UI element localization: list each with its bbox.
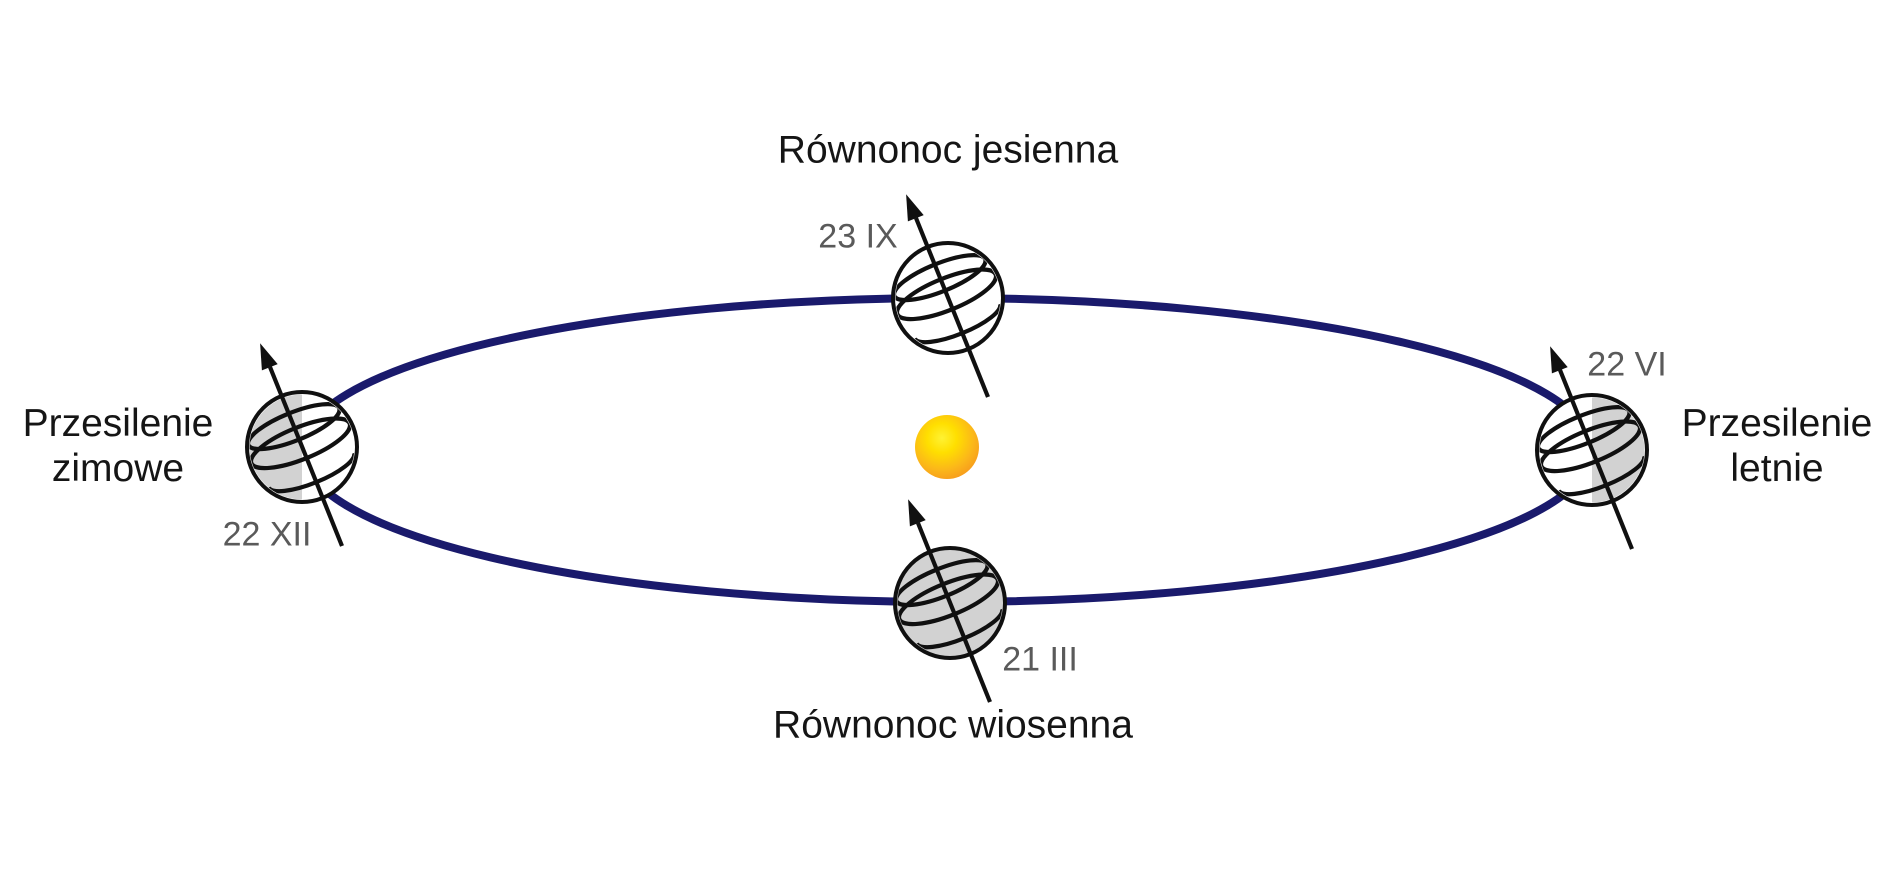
date-spring-equinox: 21 III xyxy=(1002,640,1078,679)
earth-globe-spring-equinox xyxy=(887,499,1013,702)
earth-globe-winter-solstice xyxy=(239,343,365,546)
label-summer-solstice: Przesilenie letnie xyxy=(1681,401,1873,490)
sun-icon xyxy=(915,415,979,479)
date-autumn-equinox: 23 IX xyxy=(818,217,898,256)
label-winter-solstice: Przesilenie zimowe xyxy=(22,401,214,490)
date-winter-solstice: 22 XII xyxy=(222,515,312,554)
label-spring-equinox: Równonoc wiosenna xyxy=(773,703,1133,747)
label-autumn-equinox: Równonoc jesienna xyxy=(777,128,1119,172)
date-summer-solstice: 22 VI xyxy=(1587,345,1667,384)
earth-globe-autumn-equinox xyxy=(885,194,1011,397)
earth-globe-summer-solstice xyxy=(1529,346,1655,549)
